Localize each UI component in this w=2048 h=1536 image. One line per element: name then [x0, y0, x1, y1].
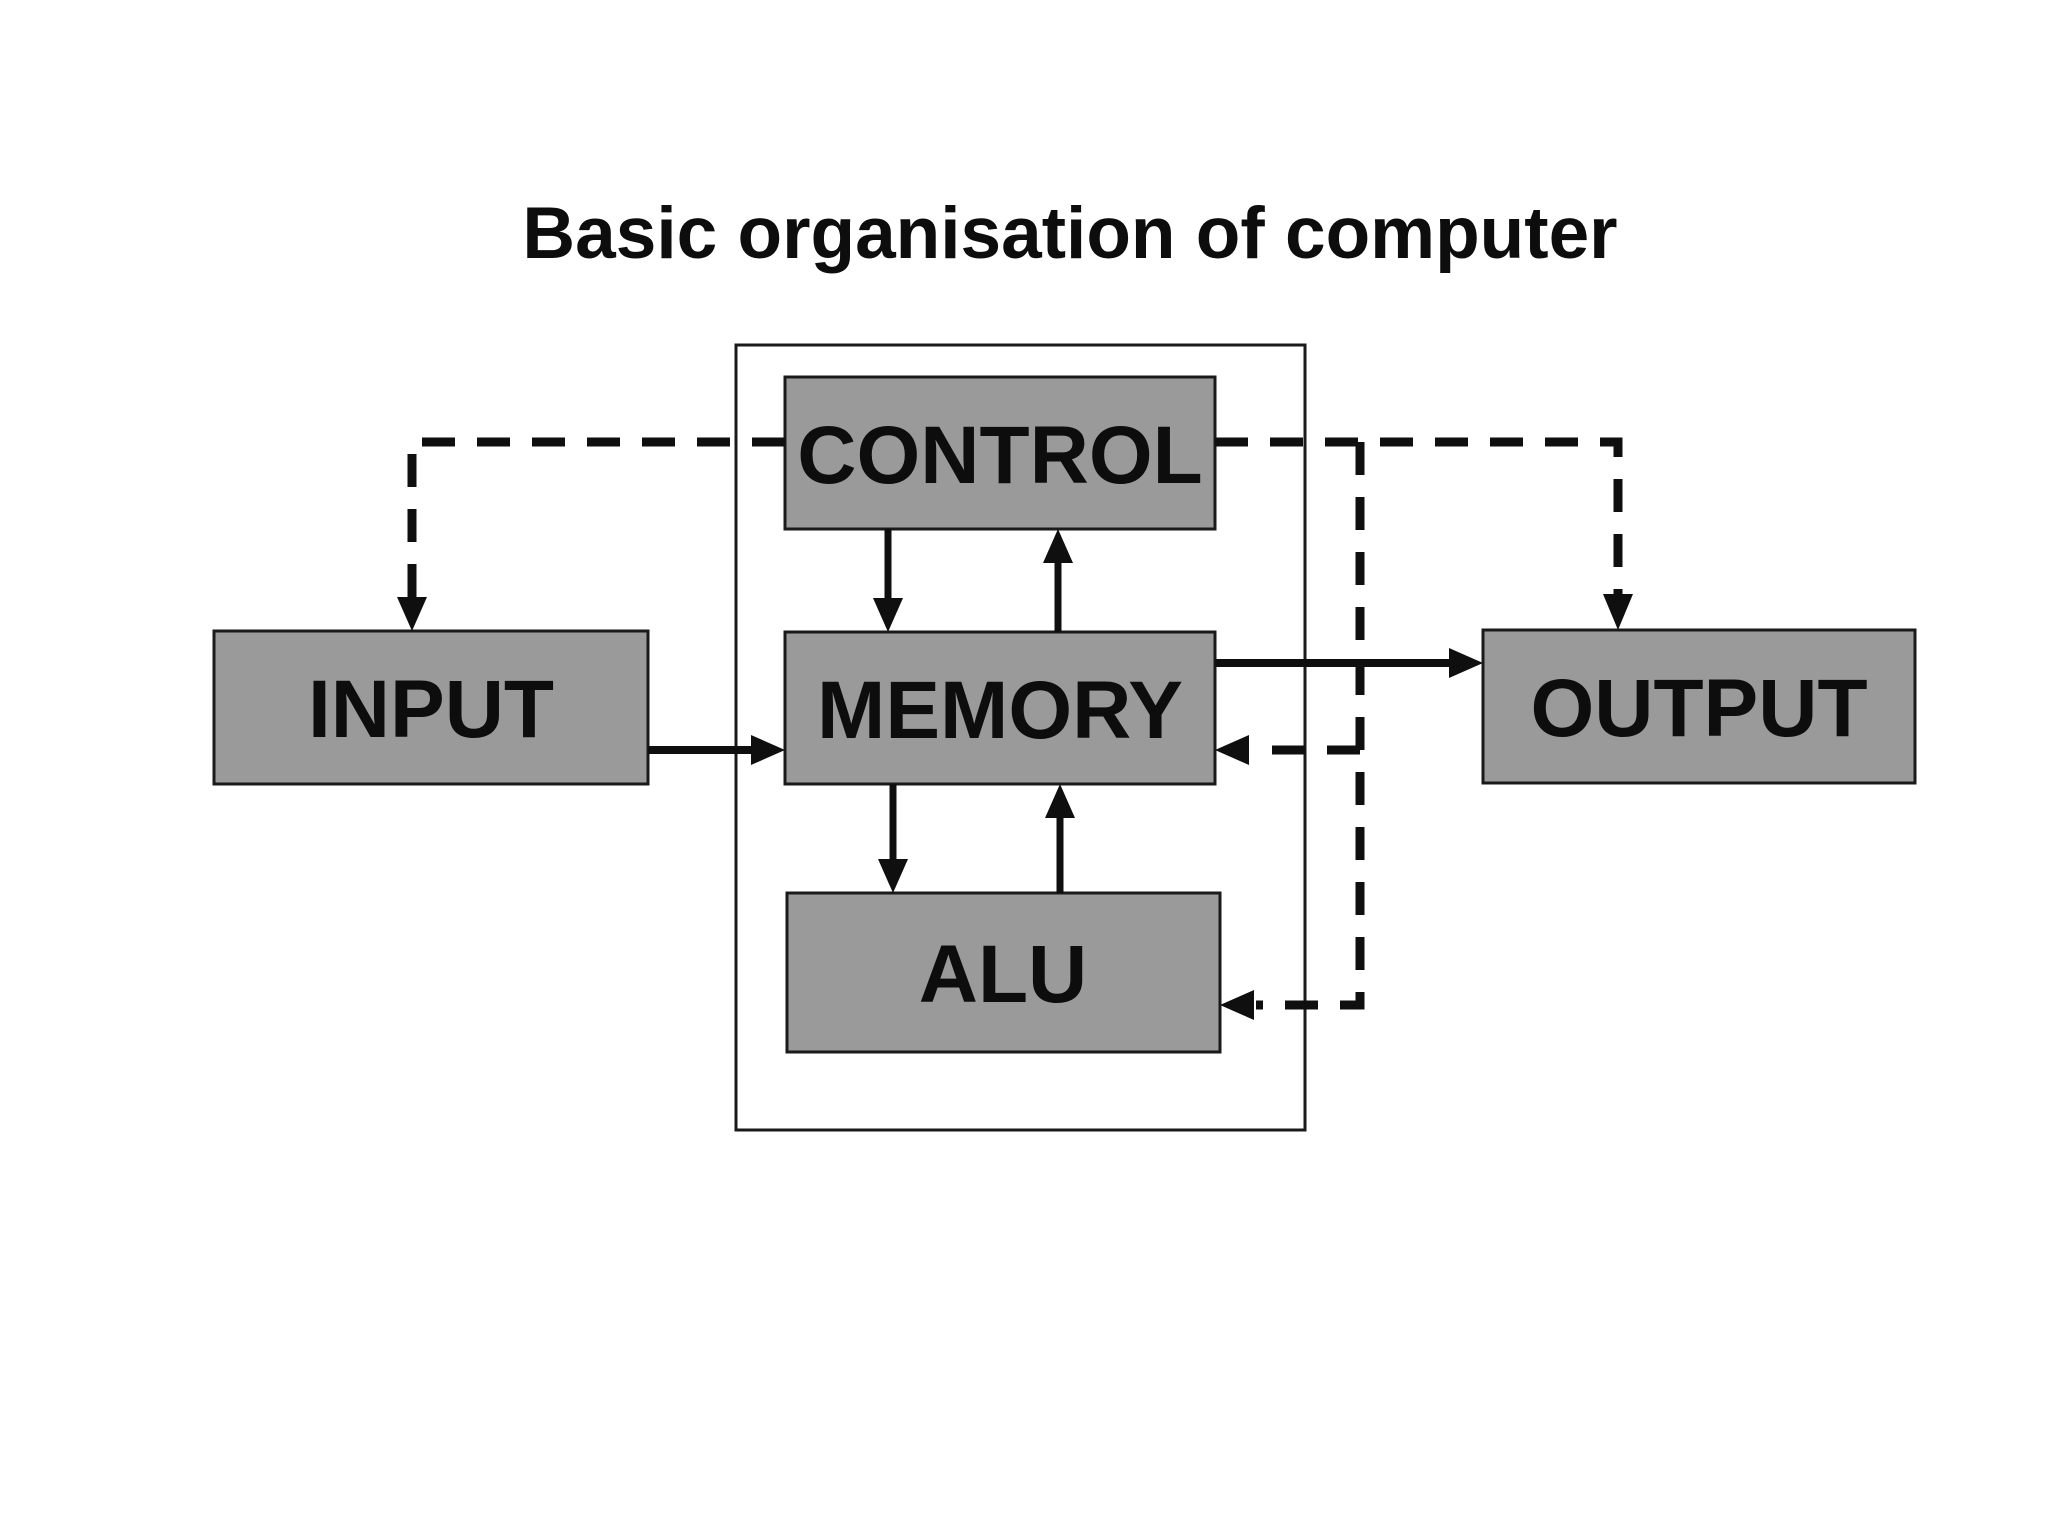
page-title: Basic organisation of computer [522, 193, 1617, 274]
alu-box [785, 891, 1222, 1054]
dashed-line-path [1215, 437, 1623, 596]
memory-label: MEMORY [817, 665, 1183, 756]
arrow-memory-to-alu [878, 784, 908, 893]
arrow-alu-to-memory [1045, 784, 1075, 893]
input-box-group: INPUT [212, 629, 650, 786]
arrowhead-down-icon [397, 597, 427, 631]
dashed-control-to-input [397, 437, 785, 631]
arrow-memory-to-control [1043, 529, 1073, 632]
arrow-memory-to-output [1215, 648, 1483, 678]
arrowhead-left-icon [1215, 735, 1249, 765]
control-label: CONTROL [797, 410, 1202, 501]
arrowhead-down-icon [878, 859, 908, 893]
dashed-line-path [1256, 442, 1365, 1010]
output-box-group: OUTPUT [1481, 628, 1917, 785]
control-box-group: CONTROL [783, 375, 1217, 531]
arrowhead-up-icon [1045, 784, 1075, 818]
alu-box-group: ALU [785, 891, 1222, 1054]
memory-box-group: MEMORY [783, 630, 1217, 786]
arrowhead-up-icon [1043, 529, 1073, 563]
arrowhead-down-icon [1603, 594, 1633, 630]
dashed-control-to-output [1215, 437, 1633, 630]
input-label: INPUT [308, 664, 554, 755]
output-box [1481, 628, 1917, 785]
memory-box [783, 630, 1217, 786]
arrow-control-to-memory [873, 529, 903, 632]
alu-label: ALU [919, 929, 1088, 1020]
output-label: OUTPUT [1530, 663, 1867, 754]
arrowhead-down-icon [873, 598, 903, 632]
input-box [212, 629, 650, 786]
control-box [783, 375, 1217, 531]
dashed-control-to-memory [1215, 735, 1360, 765]
system-boundary-box [734, 343, 1307, 1132]
arrow-input-to-memory [648, 735, 785, 765]
arrowhead-right-icon [1449, 648, 1483, 678]
dashed-control-to-alu [1220, 442, 1365, 1020]
arrowhead-left-icon [1220, 990, 1254, 1020]
dashed-line-path [407, 437, 785, 600]
arrowhead-right-icon [751, 735, 785, 765]
